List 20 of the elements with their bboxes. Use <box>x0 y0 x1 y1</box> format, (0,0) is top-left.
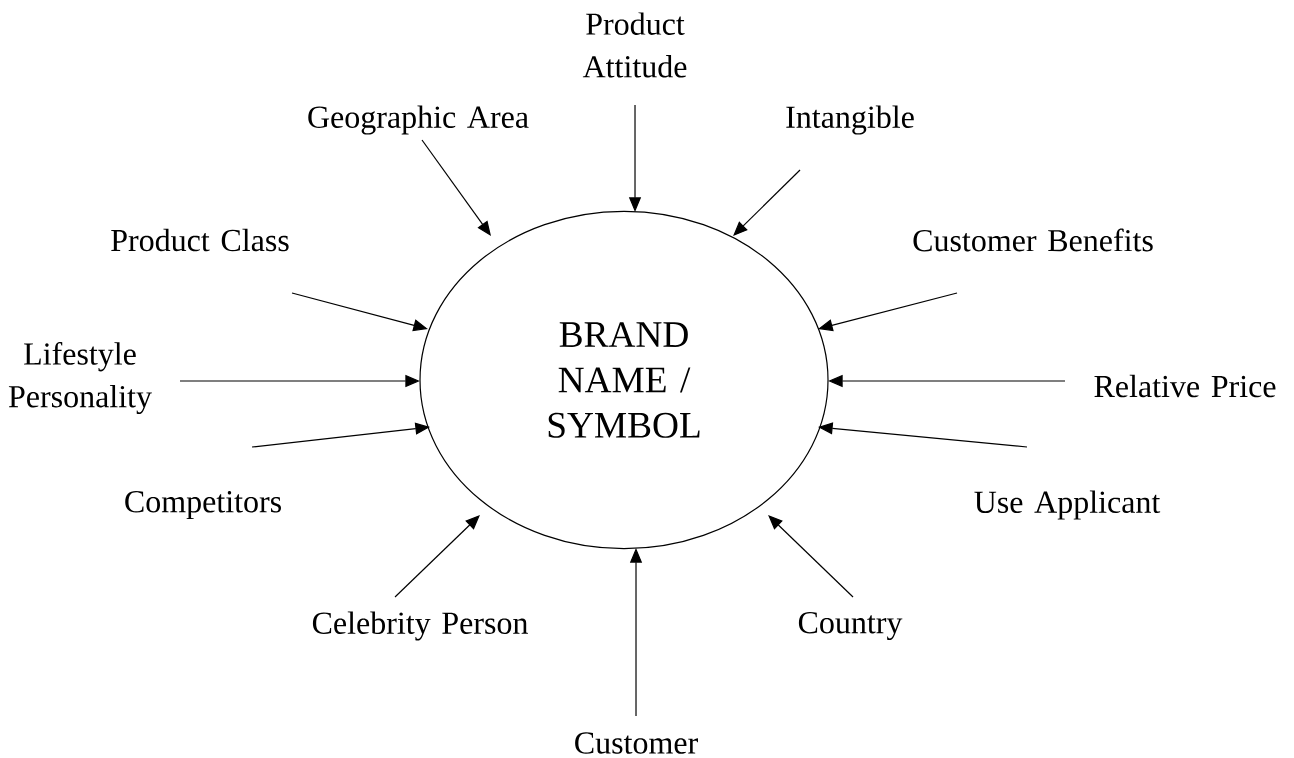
arrow <box>251 422 430 448</box>
factor-label: Intangible <box>786 105 914 135</box>
factor-label: Country <box>798 611 903 641</box>
arrow <box>818 292 958 332</box>
arrow <box>421 139 491 236</box>
ellipse-node: BRAND NAME / SYMBOL <box>419 210 829 550</box>
arrow <box>768 515 854 598</box>
factor-label: Celebrity Person <box>312 611 528 641</box>
factor-label: Geographic Area <box>308 105 529 135</box>
factor-label: Use Applicant <box>974 490 1161 520</box>
factor-label: Competitors <box>125 491 281 519</box>
arrow <box>394 515 480 598</box>
factor-label: Lifestyle Personality <box>8 341 152 415</box>
arrow <box>733 169 801 236</box>
factor-label: Customer <box>575 732 698 754</box>
factor-label: Customer Benefits <box>913 228 1153 252</box>
arrow <box>291 292 428 332</box>
factor-label: Relative Price <box>1094 374 1276 398</box>
factor-label: Product Attitude <box>582 12 687 78</box>
factor-label: Product Class <box>111 228 289 252</box>
